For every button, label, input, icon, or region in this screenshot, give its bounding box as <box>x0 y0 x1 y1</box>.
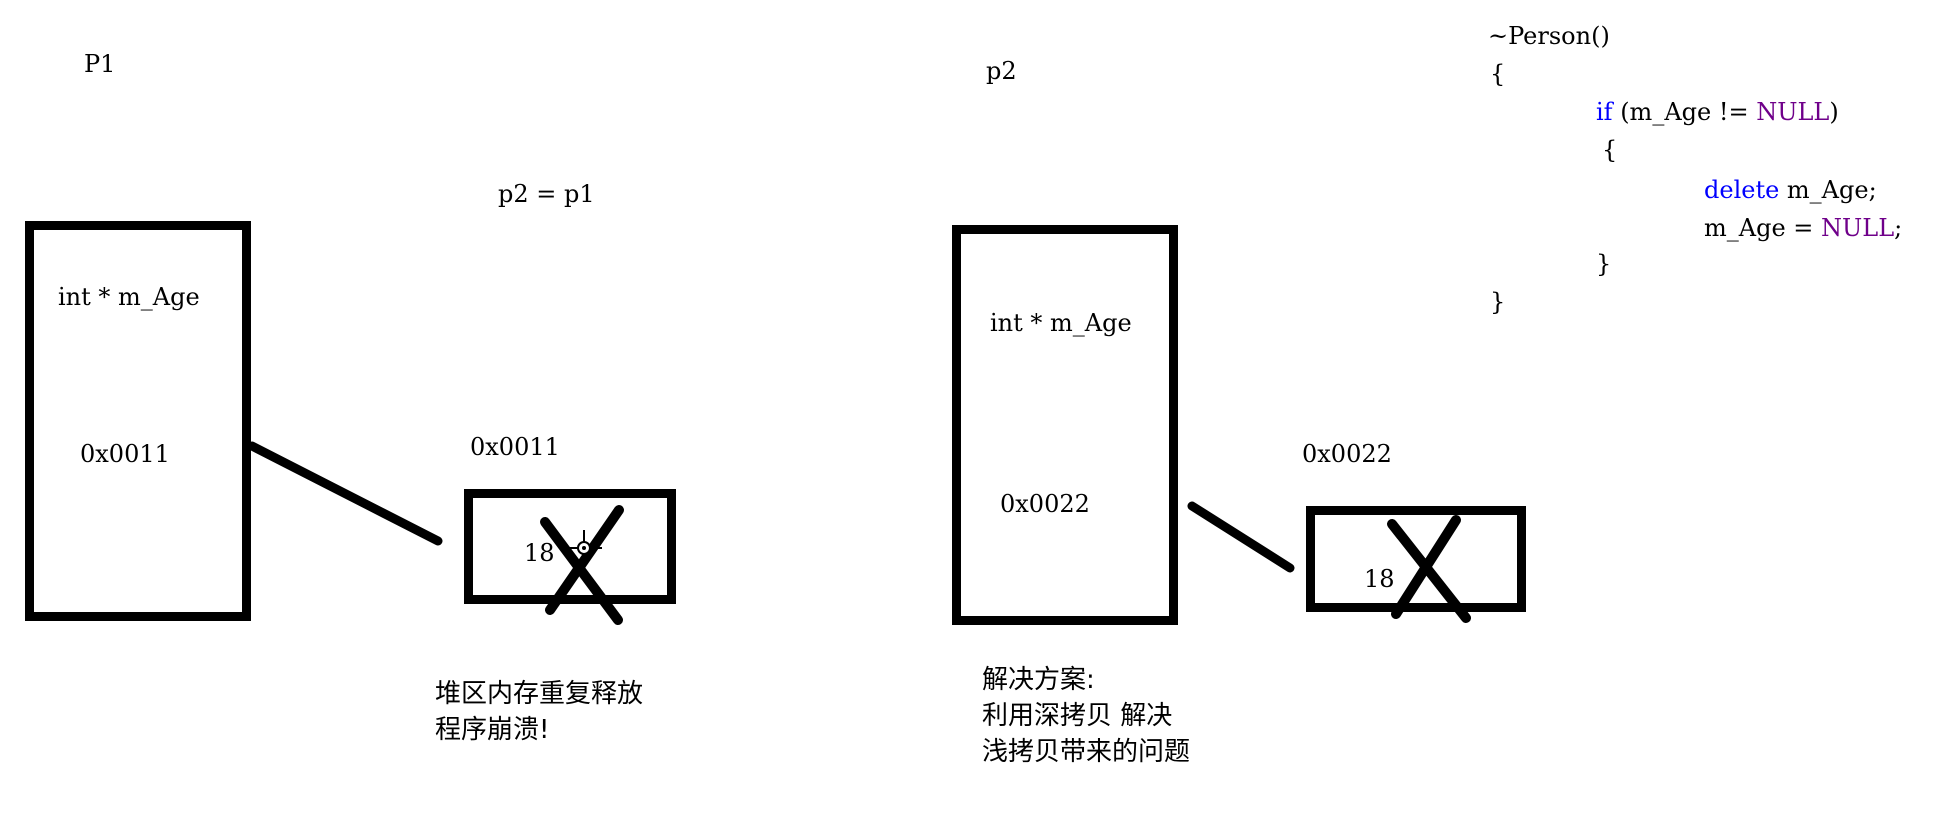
heap-block-left <box>464 489 676 604</box>
assignment-label: p2 = p1 <box>498 180 595 208</box>
null-macro-1: NULL <box>1756 98 1830 126</box>
pointer-value-p1: 0x0011 <box>80 440 170 468</box>
object-label-p1: P1 <box>84 50 116 78</box>
heap-block-right <box>1306 506 1526 612</box>
note-left-line-1: 堆区内存重复释放 <box>435 679 644 709</box>
heap-address-right: 0x0022 <box>1302 440 1392 468</box>
member-label-p1: int * m_Age <box>58 283 200 311</box>
pointer-line-right <box>1187 501 1295 573</box>
code-line-inner-open-brace: { <box>1602 136 1618 164</box>
note-left: 堆区内存重复释放程序崩溃! <box>435 676 643 748</box>
heap-value-right: 18 <box>1364 565 1395 593</box>
note-right: 解决方案: 利用深拷贝 解决浅拷贝带来的问题 <box>982 662 1190 770</box>
code-line-delete: delete m_Age; <box>1704 176 1877 204</box>
if-condition-end: ) <box>1829 98 1839 126</box>
assign-end: ; <box>1894 214 1903 242</box>
if-condition-start: (m_Age != <box>1612 98 1757 126</box>
note-right-line-1: 解决方案: <box>982 665 1095 695</box>
pointer-value-p2: 0x0022 <box>1000 490 1090 518</box>
object-box-p1 <box>25 221 251 621</box>
code-line-open-brace: { <box>1490 60 1506 88</box>
pointer-line-left <box>247 441 443 546</box>
code-line-assign-null: m_Age = NULL; <box>1704 214 1902 242</box>
object-label-p2: p2 <box>986 57 1017 85</box>
null-macro-2: NULL <box>1821 214 1895 242</box>
note-right-line-2: 利用深拷贝 解决 <box>982 701 1173 731</box>
code-line-destructor: ~Person() <box>1488 22 1610 50</box>
code-line-close-brace: } <box>1490 288 1506 316</box>
heap-address-left: 0x0011 <box>470 433 560 461</box>
assign-target: m_Age = <box>1704 214 1822 242</box>
keyword-if: if <box>1596 98 1613 126</box>
heap-value-left: 18 <box>524 539 555 567</box>
object-box-p2 <box>952 225 1178 625</box>
member-label-p2: int * m_Age <box>990 309 1132 337</box>
code-line-if: if (m_Age != NULL) <box>1596 98 1839 126</box>
code-line-inner-close-brace: } <box>1596 250 1612 278</box>
note-left-line-2: 程序崩溃! <box>435 715 550 745</box>
keyword-delete: delete <box>1704 176 1780 204</box>
note-right-line-3: 浅拷贝带来的问题 <box>982 737 1191 767</box>
delete-operand: m_Age; <box>1779 176 1877 204</box>
